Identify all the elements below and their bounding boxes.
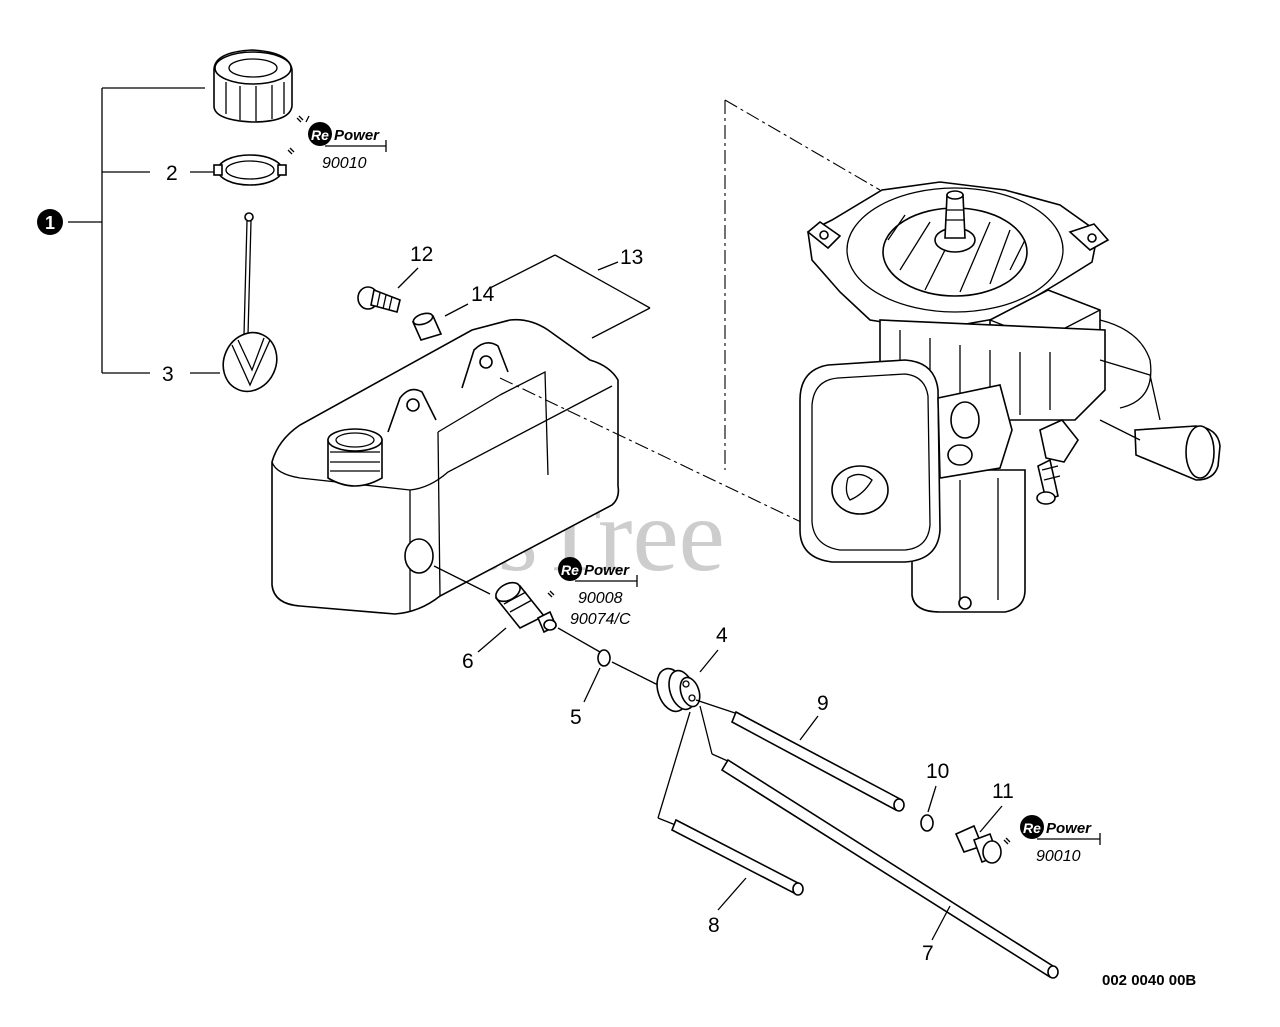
- callout-11: 11: [992, 780, 1014, 803]
- fuel-filter: [494, 581, 558, 634]
- callout-5: 5: [570, 706, 582, 729]
- engine-assembly: [799, 181, 1221, 613]
- fuel-line-8: [670, 818, 804, 896]
- callout-13: 13: [620, 246, 643, 269]
- callout-9: 9: [817, 692, 829, 715]
- repower-badge-cap: Re Power 90010: [287, 115, 387, 172]
- repower-code-cap: 90010: [322, 155, 367, 172]
- repower-code-fitting: 90010: [1036, 848, 1081, 865]
- repower-badge-filter: Re Power 90008 90074/C: [547, 557, 638, 628]
- svg-text:Power: Power: [334, 127, 380, 144]
- repower-badge-fitting: Re Power 90010: [1003, 815, 1101, 865]
- o-ring: [597, 649, 611, 667]
- drawing-code: 002 0040 00B: [1102, 972, 1196, 989]
- callout-6: 6: [462, 650, 474, 673]
- svg-text:Re: Re: [311, 127, 329, 143]
- repower-code-filter-a: 90008: [578, 590, 623, 607]
- svg-text:Power: Power: [1046, 820, 1092, 837]
- callout-2: 2: [166, 162, 178, 185]
- collar: [411, 312, 443, 341]
- svg-text:Re: Re: [561, 562, 579, 578]
- callout-4: 4: [716, 624, 728, 647]
- o-ring-small: [920, 814, 934, 832]
- svg-text:Power: Power: [584, 562, 630, 579]
- callout-1-badge: [37, 209, 63, 235]
- fuel-fitting: [954, 824, 1002, 864]
- fuel-cap: [213, 49, 293, 123]
- callout-12: 12: [410, 243, 433, 266]
- callout-3: 3: [162, 363, 174, 386]
- svg-text:Re: Re: [1023, 820, 1041, 836]
- repower-code-filter-b: 90074/C: [570, 611, 631, 628]
- callout-10: 10: [926, 760, 949, 783]
- fuel-line-7: [720, 758, 1059, 979]
- fuel-line-9: [730, 710, 905, 812]
- bolt: [357, 286, 401, 313]
- assembly-bracket: [68, 87, 220, 374]
- callout-1: 1: [45, 213, 55, 233]
- cap-retainer-ring: [213, 154, 287, 186]
- callout-14: 14: [471, 283, 495, 306]
- fuel-strainer: [222, 212, 278, 393]
- grommet: [656, 667, 701, 713]
- callout-7: 7: [922, 942, 934, 965]
- callout-8: 8: [708, 914, 720, 937]
